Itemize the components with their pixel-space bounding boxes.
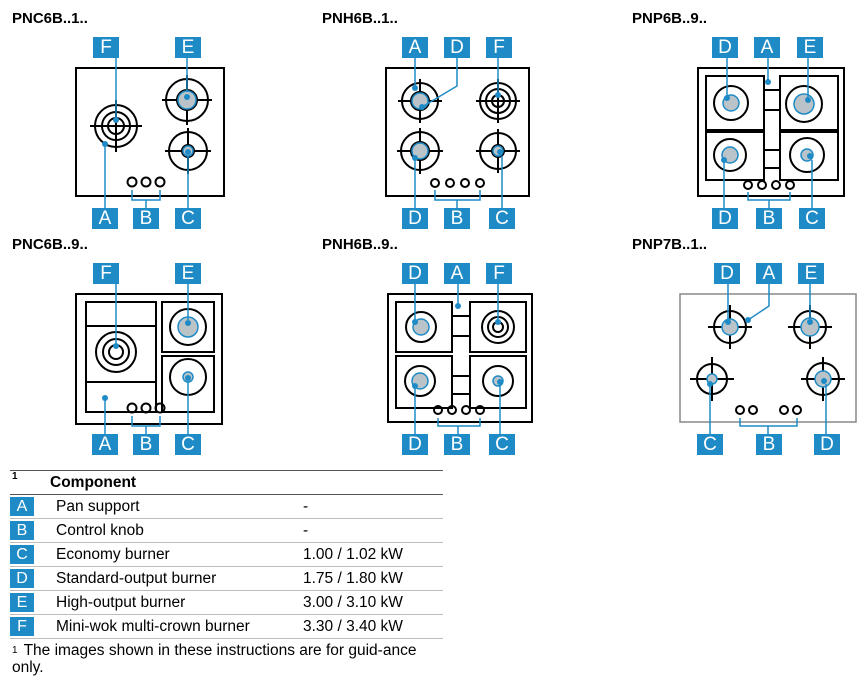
legend-table: 1 Component A Pan support - B Control kn…	[10, 470, 443, 639]
label-badge: C	[697, 434, 723, 455]
legend-rating: 3.30 / 3.40 kW	[303, 614, 443, 639]
legend-rating: -	[303, 518, 443, 543]
component-legend: 1 Component A Pan support - B Control kn…	[10, 470, 443, 639]
legend-row: B Control knob -	[10, 518, 443, 543]
label-badge: C	[799, 208, 825, 229]
label-badge: C	[175, 208, 201, 229]
label-badge: F	[93, 263, 119, 284]
label-badge: A	[92, 434, 118, 455]
legend-component: Control knob	[48, 518, 303, 543]
legend-rating: -	[303, 494, 443, 519]
legend-row: D Standard-output burner 1.75 / 1.80 kW	[10, 566, 443, 591]
label-badge: D	[402, 263, 428, 284]
legend-key-badge: C	[10, 545, 34, 564]
label-badge: C	[489, 434, 515, 455]
hob-diagram-pnp7b-1: PNP7B..1.. D A E C B D	[632, 236, 865, 466]
label-badge: D	[444, 37, 470, 58]
label-badge: D	[712, 37, 738, 58]
hob-diagram-pnp6b-9: PNP6B..9.. D A E D B C	[632, 10, 865, 240]
label-badge: D	[714, 263, 740, 284]
legend-key-badge: B	[10, 521, 34, 540]
label-badge: B	[133, 208, 159, 229]
label-badge: C	[489, 208, 515, 229]
label-badge: F	[486, 263, 512, 284]
legend-key-badge: A	[10, 497, 34, 516]
label-badge: E	[797, 37, 823, 58]
legend-row: E High-output burner 3.00 / 3.10 kW	[10, 590, 443, 615]
label-badge: F	[486, 37, 512, 58]
label-badge: D	[712, 208, 738, 229]
hob-diagram-pnh6b-9: PNH6B..9.. D A F D B C	[322, 236, 602, 466]
label-badge: B	[133, 434, 159, 455]
label-badge: D	[814, 434, 840, 455]
model-title: PNC6B..9..	[12, 236, 88, 253]
hob-diagram-pnc6b-1: PNC6B..1.. F E A B C	[12, 10, 292, 240]
model-title: PNC6B..1..	[12, 10, 88, 27]
hob-drawing	[697, 58, 845, 208]
hob-drawing	[387, 284, 533, 434]
label-badge: D	[402, 208, 428, 229]
label-badge: A	[92, 208, 118, 229]
label-badge: E	[175, 37, 201, 58]
legend-key-badge: E	[10, 593, 34, 612]
hob-drawing	[679, 284, 857, 434]
legend-rating: 1.75 / 1.80 kW	[303, 566, 443, 591]
legend-key-badge: F	[10, 617, 34, 636]
hob-drawing	[385, 58, 530, 208]
legend-key-badge: D	[10, 569, 34, 588]
label-badge: A	[444, 263, 470, 284]
legend-component: Mini-wok multi-crown burner	[48, 614, 303, 639]
hob-drawing	[75, 284, 223, 434]
hob-diagram-pnc6b-9: PNC6B..9.. F E A B C	[12, 236, 292, 466]
label-badge: A	[402, 37, 428, 58]
label-badge: B	[444, 434, 470, 455]
legend-component: Economy burner	[48, 542, 303, 567]
label-badge: E	[175, 263, 201, 284]
label-badge: B	[756, 434, 782, 455]
legend-component: High-output burner	[48, 590, 303, 615]
label-badge: A	[754, 37, 780, 58]
footnote-mark: 1	[12, 645, 18, 656]
legend-row: F Mini-wok multi-crown burner 3.30 / 3.4…	[10, 614, 443, 639]
footnote-mark: 1	[10, 470, 48, 495]
hob-diagram-pnh6b-1: PNH6B..1.. A D F D B C	[322, 10, 602, 240]
label-badge: A	[756, 263, 782, 284]
label-badge: C	[175, 434, 201, 455]
model-title: PNH6B..9..	[322, 236, 398, 253]
model-title: PNP6B..9..	[632, 10, 708, 27]
label-badge: B	[444, 208, 470, 229]
legend-row: A Pan support -	[10, 494, 443, 519]
label-badge: E	[798, 263, 824, 284]
legend-rating: 3.00 / 3.10 kW	[303, 590, 443, 615]
legend-rating: 1.00 / 1.02 kW	[303, 542, 443, 567]
legend-header-row: 1 Component	[10, 470, 443, 495]
footnote-text: The images shown in these instructions a…	[12, 642, 417, 676]
label-badge: B	[756, 208, 782, 229]
legend-row: C Economy burner 1.00 / 1.02 kW	[10, 542, 443, 567]
label-badge: D	[402, 434, 428, 455]
legend-component: Standard-output burner	[48, 566, 303, 591]
model-title: PNH6B..1..	[322, 10, 398, 27]
legend-component: Pan support	[48, 494, 303, 519]
hob-drawing	[75, 58, 225, 208]
legend-header: Component	[48, 470, 303, 495]
model-title: PNP7B..1..	[632, 236, 708, 253]
label-badge: F	[93, 37, 119, 58]
